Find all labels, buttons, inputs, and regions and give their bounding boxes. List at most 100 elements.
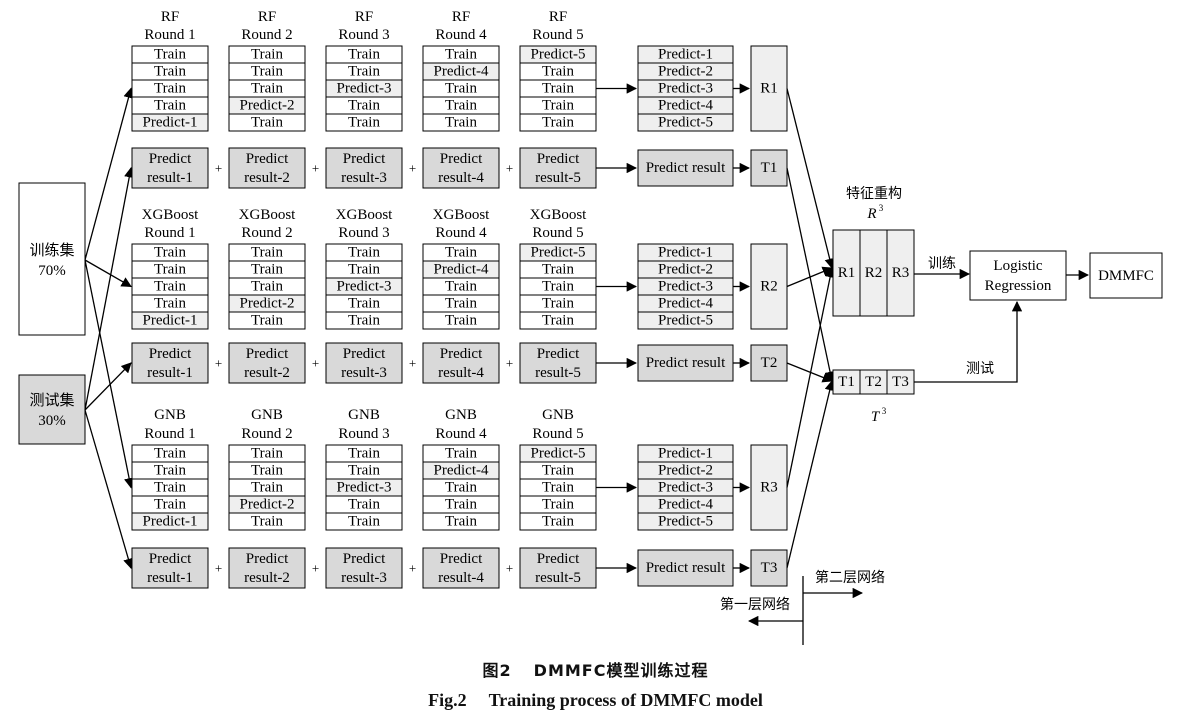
round-label: Round 4 — [435, 225, 487, 241]
stack-predict-text: Predict-5 — [658, 313, 713, 329]
stack-predict-cell — [637, 311, 734, 330]
round-label: Round 2 — [241, 27, 292, 43]
train-fold-cell — [228, 311, 306, 330]
stack-predict-text: Predict-3 — [658, 279, 713, 295]
fold-cell-text: Train — [445, 480, 477, 496]
fold-cell-text: Predict-1 — [143, 313, 198, 329]
predict-result-label: result-2 — [244, 170, 290, 186]
fold-cell-text: Train — [348, 98, 380, 114]
logistic-regression-label-line2: Regression — [985, 278, 1052, 294]
feature-t-label: T1 — [838, 374, 855, 390]
model-name-label: RF — [258, 9, 276, 25]
fold-cell-text: Train — [251, 480, 283, 496]
predict-result-aggregate-label: Predict result — [646, 355, 726, 371]
fold-cell-text: Train — [154, 262, 186, 278]
stack-predict-text: Predict-4 — [658, 296, 713, 312]
t-box-label: T1 — [761, 160, 778, 176]
fold-cell-text: Predict-5 — [531, 446, 586, 462]
test-set-label: 测试集 — [29, 391, 74, 409]
r-to-feature-arrow — [786, 266, 836, 488]
stack-predict-text: Predict-2 — [658, 64, 713, 80]
stack-predict-text: Predict-4 — [658, 98, 713, 114]
fold-cell-text: Train — [348, 262, 380, 278]
predict-result-word: Predict — [246, 346, 289, 362]
train-fold-cell — [519, 512, 597, 531]
predict-result-label: result-4 — [438, 170, 484, 186]
fold-cell-text: Train — [154, 279, 186, 295]
model-name-label: GNB — [154, 407, 186, 423]
fold-cell-text: Train — [445, 313, 477, 329]
predict-result-word: Predict — [343, 151, 386, 167]
predict-result-word: Predict — [537, 346, 580, 362]
logistic-regression-box — [969, 250, 1067, 301]
r-box-label: R2 — [760, 279, 778, 295]
fold-cell-text: Predict-3 — [337, 480, 392, 496]
train-set-percent: 70% — [38, 263, 66, 279]
feature-r-cell — [859, 229, 888, 317]
fold-cell-text: Train — [251, 262, 283, 278]
train-edge-label: 训练 — [928, 256, 956, 272]
fold-cell-text: Train — [251, 463, 283, 479]
dmmfc-output-box — [1089, 252, 1163, 299]
predict-result-box — [325, 547, 403, 589]
fold-cell-text: Train — [445, 98, 477, 114]
model-name-label: GNB — [542, 407, 574, 423]
predict-result-word: Predict — [149, 346, 192, 362]
fold-cell-text: Train — [251, 245, 283, 261]
train-fold-cell — [228, 512, 306, 531]
r-box-label: R1 — [760, 81, 778, 97]
feature-r-cell — [832, 229, 861, 317]
train-fold-cell — [422, 311, 500, 330]
r-box-label: R3 — [760, 480, 778, 496]
stack-predict-cell — [637, 113, 734, 132]
second-layer-label: 第二层网络 — [815, 569, 885, 586]
stack-predict-text: Predict-1 — [658, 446, 713, 462]
round-label: Round 5 — [532, 426, 583, 442]
fold-cell-text: Train — [445, 115, 477, 131]
fold-cell-text: Train — [445, 279, 477, 295]
fold-cell-text: Train — [348, 313, 380, 329]
predict-result-word: Predict — [343, 346, 386, 362]
fold-cell-text: Train — [348, 296, 380, 312]
round-label: Round 2 — [241, 426, 292, 442]
fold-cell-text: Train — [154, 81, 186, 97]
predict-result-word: Predict — [149, 551, 192, 567]
stack-predict-text: Predict-4 — [658, 497, 713, 513]
round-label: Round 5 — [532, 27, 583, 43]
predict-result-label: result-4 — [438, 570, 484, 586]
t-to-feature-arrow — [786, 167, 836, 383]
fold-cell-text: Train — [445, 47, 477, 63]
predict-result-word: Predict — [440, 151, 483, 167]
fold-cell-text: Train — [251, 446, 283, 462]
figure-number-en: Fig.2 — [428, 690, 467, 710]
fold-cell-text: Predict-2 — [240, 296, 295, 312]
r-matrix-exponent: 3 — [879, 203, 884, 213]
predict-result-box — [131, 342, 209, 384]
fold-cell-text: Train — [154, 98, 186, 114]
fold-cell-text: Train — [445, 81, 477, 97]
fold-cell-text: Train — [154, 480, 186, 496]
feature-t-cell — [832, 369, 861, 395]
round-label: Round 5 — [532, 225, 583, 241]
fold-cell-text: Train — [542, 296, 574, 312]
test-arrow — [84, 409, 134, 569]
predict-result-box — [228, 547, 306, 589]
round-label: Round 3 — [338, 426, 389, 442]
predict-result-label: result-2 — [244, 570, 290, 586]
fold-cell-text: Train — [154, 463, 186, 479]
train-fold-cell — [422, 113, 500, 132]
figure-number-cn: 图2 — [482, 661, 512, 680]
plus-sign: + — [506, 561, 513, 576]
fold-cell-text: Train — [251, 279, 283, 295]
predict-result-label: result-4 — [438, 365, 484, 381]
fold-cell-text: Train — [154, 64, 186, 80]
predict-result-box — [325, 342, 403, 384]
fold-cell-text: Train — [251, 514, 283, 530]
train-fold-cell — [519, 311, 597, 330]
model-name-label: GNB — [348, 407, 380, 423]
test-edge-arrow — [914, 300, 1023, 383]
fold-cell-text: Train — [542, 279, 574, 295]
round-label: Round 1 — [144, 426, 195, 442]
train-fold-cell — [325, 512, 403, 531]
